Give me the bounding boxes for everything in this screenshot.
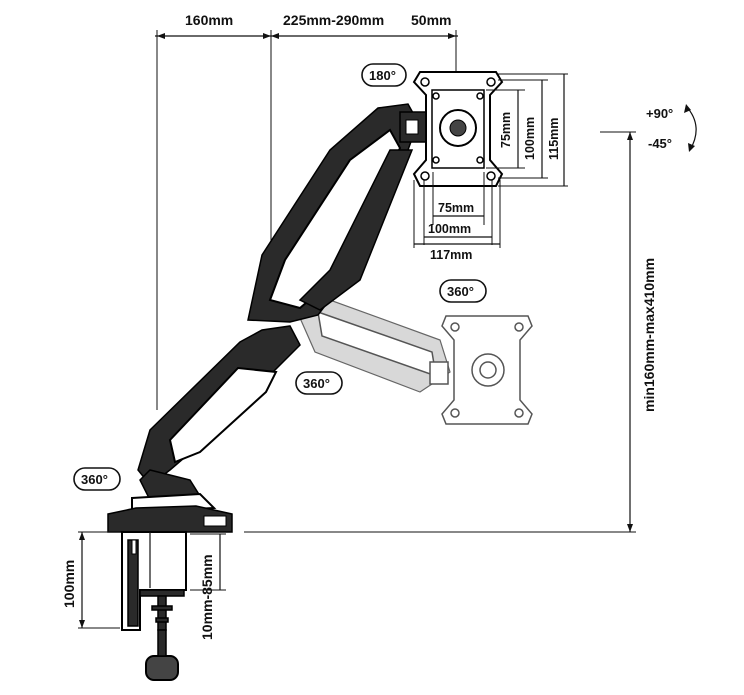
vesa-plate <box>412 71 504 187</box>
height-range-label: min160mm-max410mm <box>641 258 657 412</box>
dim-label-225-290mm: 225mm-290mm <box>283 12 384 28</box>
rotation-badge-360-monitor: 360° <box>439 279 487 303</box>
upper-arm <box>247 103 419 323</box>
desk-base <box>107 469 233 533</box>
dim-label-50mm: 50mm <box>411 12 451 28</box>
vesa-horizontal-dims <box>413 172 501 248</box>
tilt-down-label: -45° <box>648 136 672 151</box>
head-pivot <box>399 111 427 143</box>
vesa-v-115mm: 115mm <box>547 118 561 160</box>
ghost-arm <box>299 299 451 393</box>
desk-thickness-label: 10mm-85mm <box>199 554 215 640</box>
tilt-up-label: +90° <box>646 106 673 121</box>
lower-arm <box>137 325 301 487</box>
desk-clamp <box>121 531 187 681</box>
vesa-vertical-dims <box>486 73 568 187</box>
vesa-h-117mm: 117mm <box>430 248 472 262</box>
vesa-h-100mm: 100mm <box>428 222 471 236</box>
rotation-badge-360-elbow: 360° <box>295 371 343 395</box>
tilt-arc-icon <box>684 104 697 152</box>
height-range-dimension <box>244 131 636 533</box>
vesa-v-75mm: 75mm <box>499 112 513 148</box>
svg-text:360°: 360° <box>81 472 108 487</box>
svg-text:360°: 360° <box>447 284 474 299</box>
clamp-height-label: 100mm <box>61 560 77 608</box>
vesa-v-100mm: 100mm <box>523 117 537 160</box>
ghost-vesa-plate <box>441 315 533 425</box>
svg-text:180°: 180° <box>369 68 396 83</box>
vesa-h-75mm: 75mm <box>438 201 474 215</box>
clamp-dimension-lines <box>78 531 226 629</box>
rotation-badge-180: 180° <box>361 63 407 87</box>
dim-label-160mm: 160mm <box>185 12 233 28</box>
rotation-badge-360-base: 360° <box>73 467 121 491</box>
svg-text:360°: 360° <box>303 376 330 391</box>
top-dimension-lines <box>155 30 458 410</box>
